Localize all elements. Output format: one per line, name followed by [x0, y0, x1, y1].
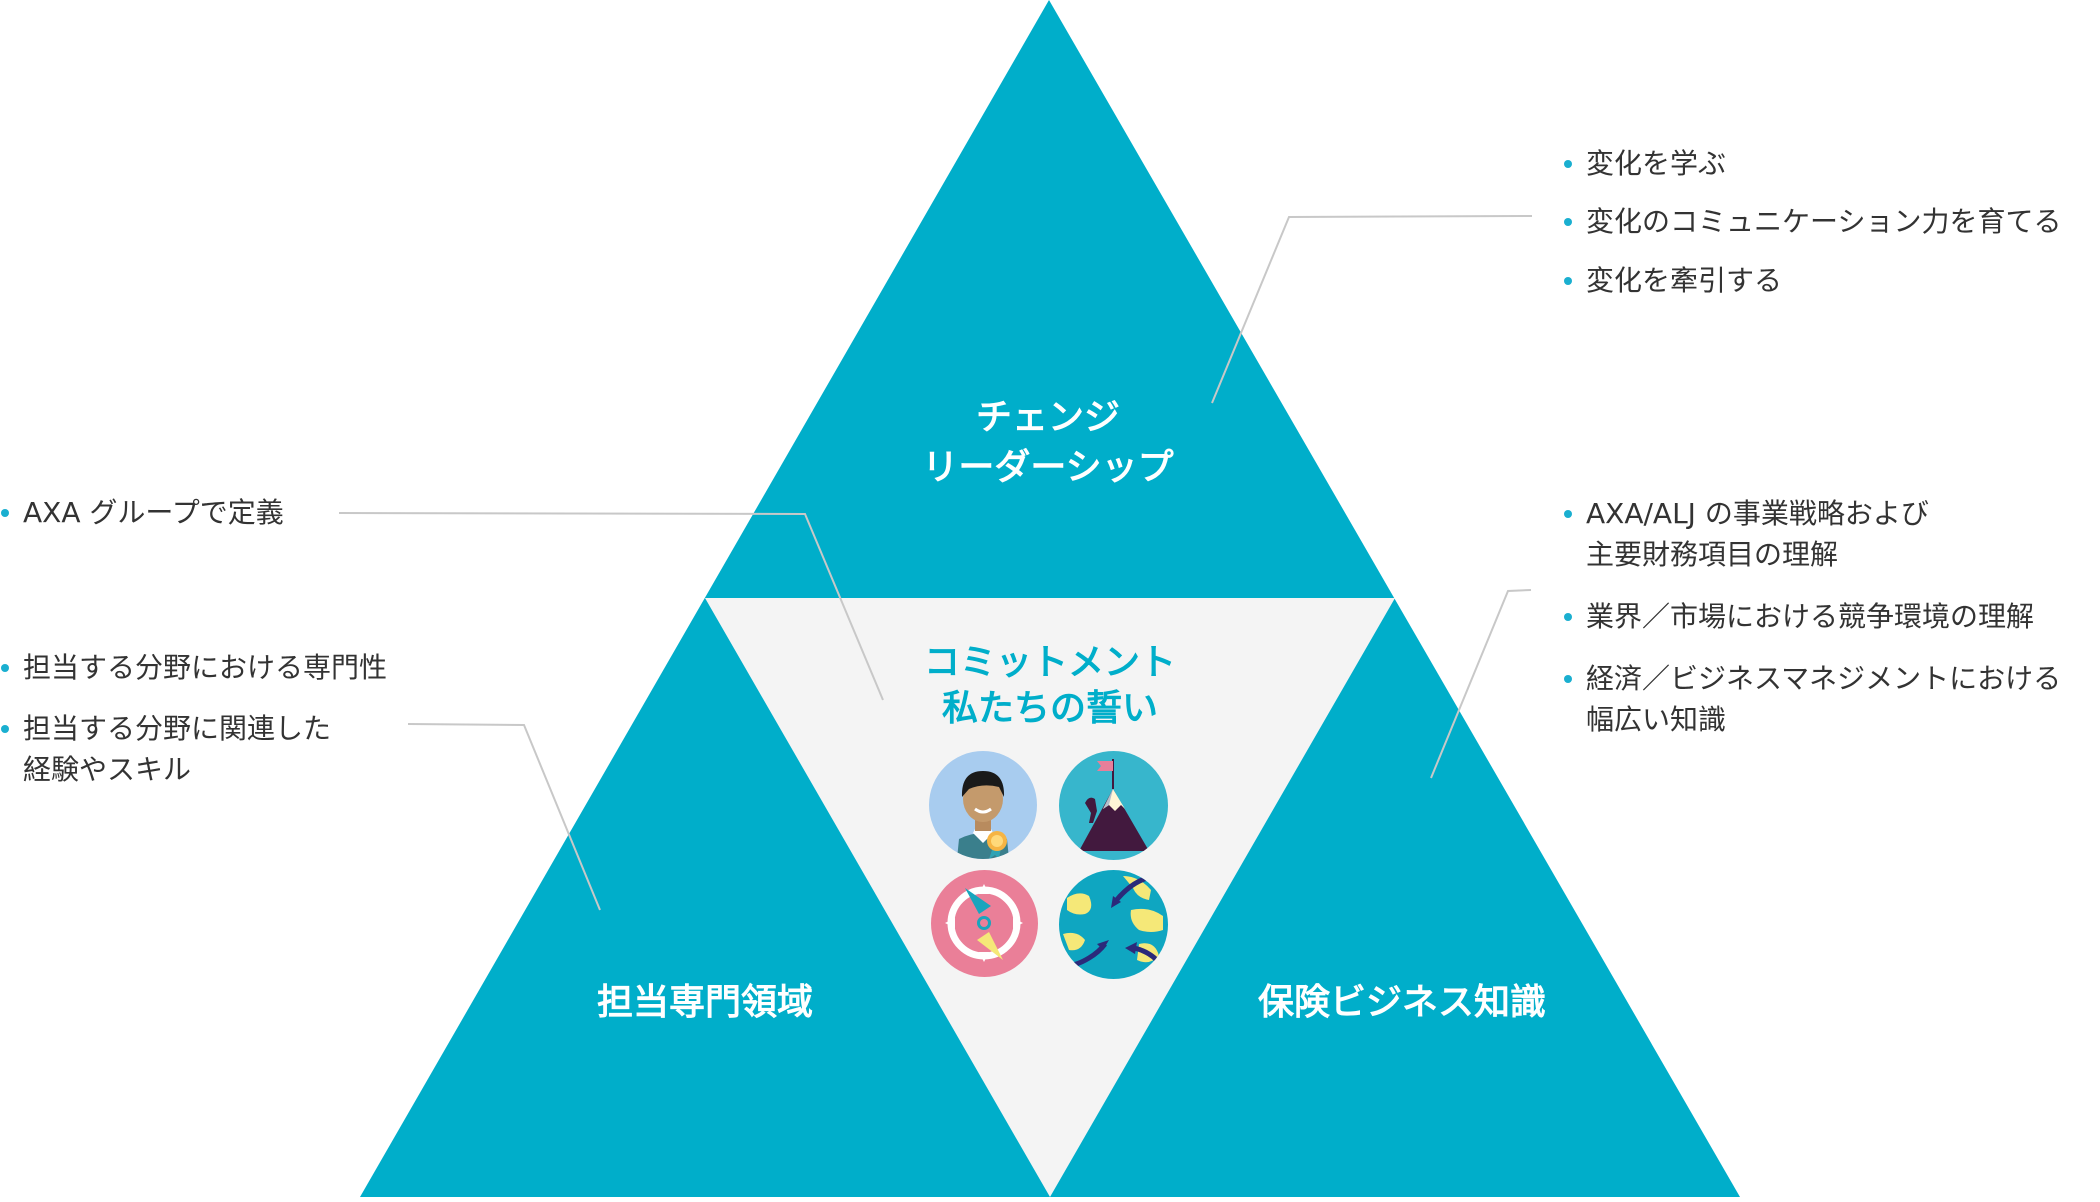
list-item: 変化を学ぶ	[1564, 143, 2061, 184]
connector-change-leadership	[1211, 215, 1533, 404]
list-item: AXA/ALJ の事業戦略および 主要財務項目の理解	[1564, 493, 2061, 575]
globe-arrows-icon	[1059, 870, 1168, 979]
label-line: チェンジ	[975, 397, 1120, 438]
label-expertise: 担当専門領域	[596, 982, 813, 1023]
list-item-text: AXA グループで定義	[23, 496, 284, 529]
list-insurance-business: AXA/ALJ の事業戦略および 主要財務項目の理解 業界／市場における競争環境…	[1564, 493, 2061, 740]
list-item-text: AXA/ALJ の事業戦略および	[1586, 497, 1929, 530]
list-expertise: 担当する分野における専門性 担当する分野に関連した 経験やスキル	[1, 647, 387, 790]
list-item: 経済／ビジネスマネジメントにおける 幅広い知識	[1564, 658, 2061, 740]
list-change-leadership: 変化を学ぶ 変化のコミュニケーション力を育てる 変化を牽引する	[1564, 143, 2061, 301]
list-item-text: 変化を牽引する	[1586, 264, 1783, 297]
list-item: 担当する分野における専門性	[1, 647, 387, 688]
commitment-title: コミットメント 私たちの誓い	[850, 640, 1250, 732]
title-line: コミットメント	[923, 642, 1176, 683]
list-item-text: 担当する分野に関連した	[23, 712, 332, 745]
list-item-text: 変化のコミュニケーション力を育てる	[1586, 205, 2062, 238]
center-inverted-triangle	[705, 598, 1395, 1197]
list-commitment: AXA グループで定義	[1, 492, 284, 533]
list-item: AXA グループで定義	[1, 492, 284, 533]
connector-commitment	[338, 512, 884, 701]
list-item-text: 業界／市場における競争環境の理解	[1586, 600, 2035, 633]
list-item-text: 主要財務項目の理解	[1586, 538, 1839, 571]
list-item-text: 変化を学ぶ	[1586, 147, 1727, 180]
label-insurance-business: 保険ビジネス知識	[1257, 982, 1546, 1023]
connector-insurance	[1430, 589, 1532, 779]
compass-icon	[931, 870, 1038, 977]
list-item: 変化のコミュニケーション力を育てる	[1564, 201, 2061, 242]
list-item-text: 経験やスキル	[23, 753, 192, 786]
mountain-flag-icon	[1059, 751, 1168, 860]
label-line: リーダーシップ	[922, 447, 1174, 488]
connector-expertise	[407, 723, 601, 911]
list-item: 担当する分野に関連した 経験やスキル	[1, 708, 387, 790]
label-change-leadership: チェンジ リーダーシップ	[848, 393, 1248, 493]
list-item-text: 幅広い知識	[1586, 703, 1727, 736]
list-item-text: 経済／ビジネスマネジメントにおける	[1586, 662, 2062, 695]
list-item: 業界／市場における競争環境の理解	[1564, 596, 2061, 637]
list-item: 変化を牽引する	[1564, 260, 2061, 301]
person-award-icon	[929, 751, 1037, 859]
title-line: 私たちの誓い	[941, 688, 1158, 729]
list-item-text: 担当する分野における専門性	[23, 651, 388, 684]
